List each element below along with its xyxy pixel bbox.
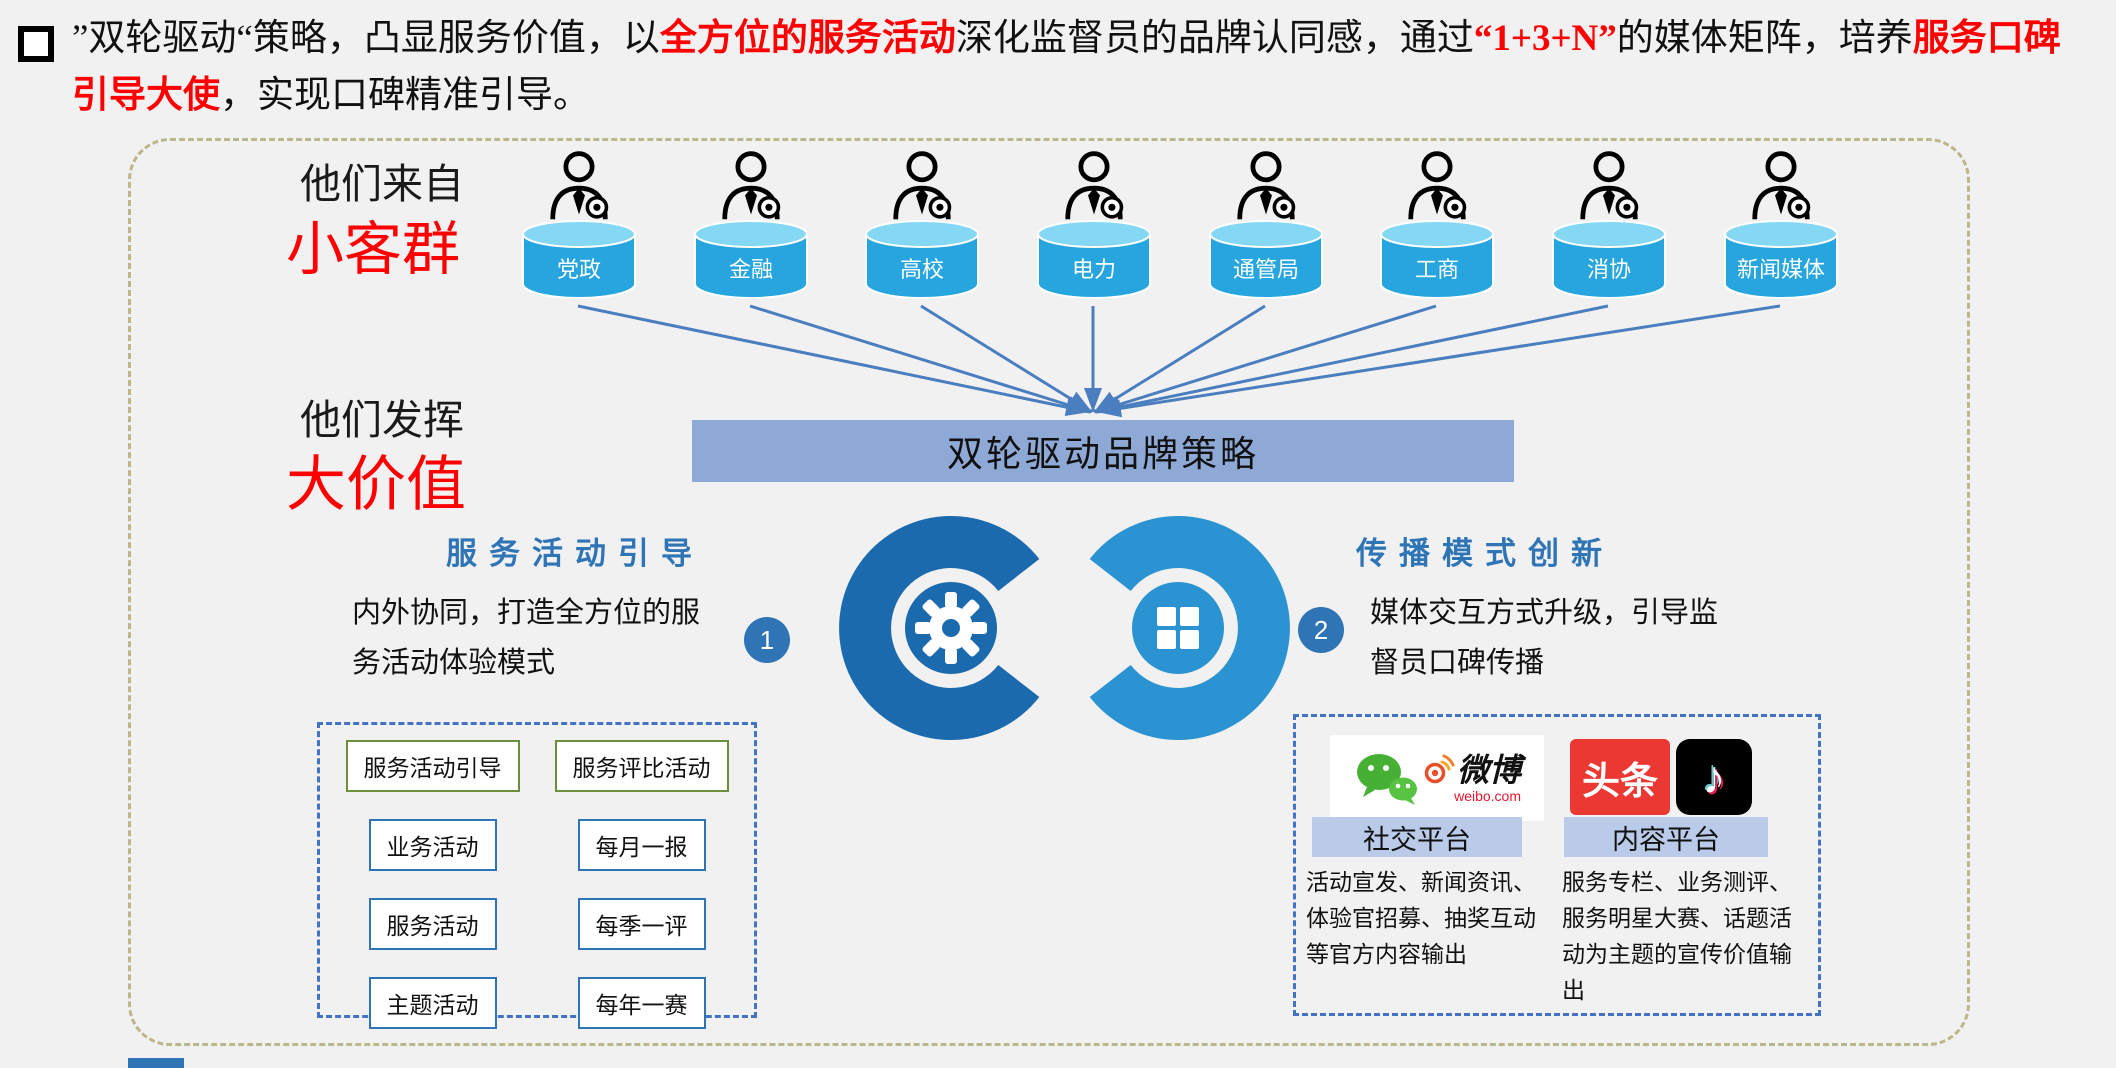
audience-from-label: 他们来自 [300, 161, 464, 207]
tiktok-note-glyph: ♪ [1702, 751, 1726, 803]
heading-seg-2: 全方位的服务活动 [659, 18, 956, 59]
source-label: 金融 [728, 257, 773, 282]
heading-seg-3: 深化监督员的品牌认同感，通过 [955, 18, 1474, 59]
activity-pill: 服务评比活动 [554, 740, 729, 792]
source-item: 工商 [1351, 150, 1523, 304]
social-logos-card: 微博 weibo.com [1330, 735, 1544, 821]
weibo-url-text: weibo.com [1454, 788, 1521, 804]
tiktok-icon: ♪ [1676, 739, 1752, 815]
activity-pill: 主题活动 [368, 977, 497, 1029]
left-section-desc: 内外协同，打造全方位的服务活动体验模式 [352, 597, 701, 679]
person-icon [1752, 151, 1811, 220]
person-icon [1065, 151, 1124, 220]
right-section-desc: 媒体交互方式升级，引导监督员口碑传播 [1370, 597, 1719, 679]
source-label: 电力 [1071, 257, 1116, 282]
cylinder-icon: 新闻媒体 [1719, 216, 1843, 304]
cylinder-icon: 电力 [1032, 216, 1156, 304]
cylinder-icon: 党政 [517, 216, 641, 304]
person-icon [550, 151, 609, 220]
person-icon [1580, 151, 1639, 220]
diagram-frame [128, 138, 1970, 1046]
toutiao-logo: 头条 [1570, 739, 1670, 815]
source-item: 金融 [665, 150, 837, 304]
media-box: 微博 weibo.com 头条 ♪ 社交平台 内容平台 活动宣发、新闻资讯、体验… [1293, 714, 1821, 1016]
step-1-badge: 1 [744, 617, 790, 663]
audience-play-label: 他们发挥 [300, 397, 464, 443]
source-label: 工商 [1414, 257, 1459, 282]
source-item: 党政 [493, 150, 665, 304]
heading-seg-1: ”双轮驱动“策略，凸显服务价值，以 [72, 18, 660, 59]
social-platform-desc: 活动宣发、新闻资讯、体验官招募、抽奖互动等官方内容输出 [1306, 870, 1536, 967]
cylinder-icon: 工商 [1375, 216, 1499, 304]
strategy-banner-title: 双轮驱动品牌策略 [946, 434, 1259, 474]
source-item: 电力 [1008, 150, 1180, 304]
source-label: 消协 [1586, 257, 1631, 282]
windows-icon [1157, 607, 1199, 649]
dual-wheel-graphic [839, 516, 1290, 740]
source-label: 新闻媒体 [1736, 257, 1825, 282]
heading-seg-7: ，实现口碑精准引导。 [220, 75, 590, 116]
person-icon [893, 151, 952, 220]
wechat-icon [1356, 754, 1417, 805]
weibo-logo: 微博 weibo.com [1421, 753, 1521, 803]
activity-pill: 服务活动引导 [345, 740, 520, 792]
source-label: 高校 [899, 257, 944, 282]
source-label: 党政 [556, 257, 601, 282]
activity-pill: 每年一赛 [577, 977, 706, 1029]
step-2-badge: 2 [1298, 607, 1344, 653]
activity-box: 服务活动引导 服务评比活动 业务活动 每月一报 服务活动 每季一评 主题活动 每… [317, 722, 757, 1029]
activity-pill: 服务活动 [368, 898, 497, 950]
weibo-wordmark: 微博 [1456, 752, 1521, 788]
heading-seg-4: “1+3+N” [1473, 18, 1617, 59]
activity-pill: 每季一评 [577, 898, 706, 950]
gear-icon [915, 592, 987, 664]
heading-seg-5: 的媒体矩阵，培养 [1616, 18, 1913, 59]
heading-text: ”双轮驱动“策略，凸显服务价值，以全方位的服务活动深化监督员的品牌认同感，通过“… [72, 10, 2082, 124]
left-wheel-shape [839, 516, 1040, 740]
cylinder-icon: 通管局 [1204, 216, 1328, 304]
activity-pill: 业务活动 [368, 819, 497, 871]
content-platform-label: 内容平台 [1564, 817, 1768, 857]
left-section-title: 服务活动引导 [446, 536, 704, 571]
footer-accent-bar [128, 1058, 184, 1068]
source-item: 通管局 [1180, 150, 1352, 304]
right-section-title: 传播模式创新 [1356, 536, 1614, 571]
social-platform-label: 社交平台 [1312, 817, 1522, 857]
right-wheel-shape [1089, 516, 1290, 740]
source-item: 高校 [836, 150, 1008, 304]
content-platform-desc: 服务专栏、业务测评、服务明星大赛、话题活动为主题的宣传价值输出 [1562, 870, 1792, 1003]
activity-pill: 每月一报 [577, 819, 706, 871]
heading-bullet-icon [18, 26, 54, 62]
cylinder-icon: 消协 [1547, 216, 1671, 304]
audience-from-value: 小客群 [286, 217, 461, 282]
audience-play-value: 大价值 [286, 452, 466, 518]
source-label: 通管局 [1232, 257, 1299, 282]
person-icon [722, 151, 781, 220]
person-icon [1237, 151, 1296, 220]
cylinder-icon: 金融 [689, 216, 813, 304]
source-item: 消协 [1523, 150, 1695, 304]
strategy-banner: 双轮驱动品牌策略 [692, 420, 1514, 482]
heading-seg-6: 服务口碑引导大使 [72, 18, 2061, 116]
cylinder-icon: 高校 [860, 216, 984, 304]
person-icon [1408, 151, 1467, 220]
weibo-sun-icon [1424, 754, 1455, 784]
source-item: 新闻媒体 [1695, 150, 1867, 304]
